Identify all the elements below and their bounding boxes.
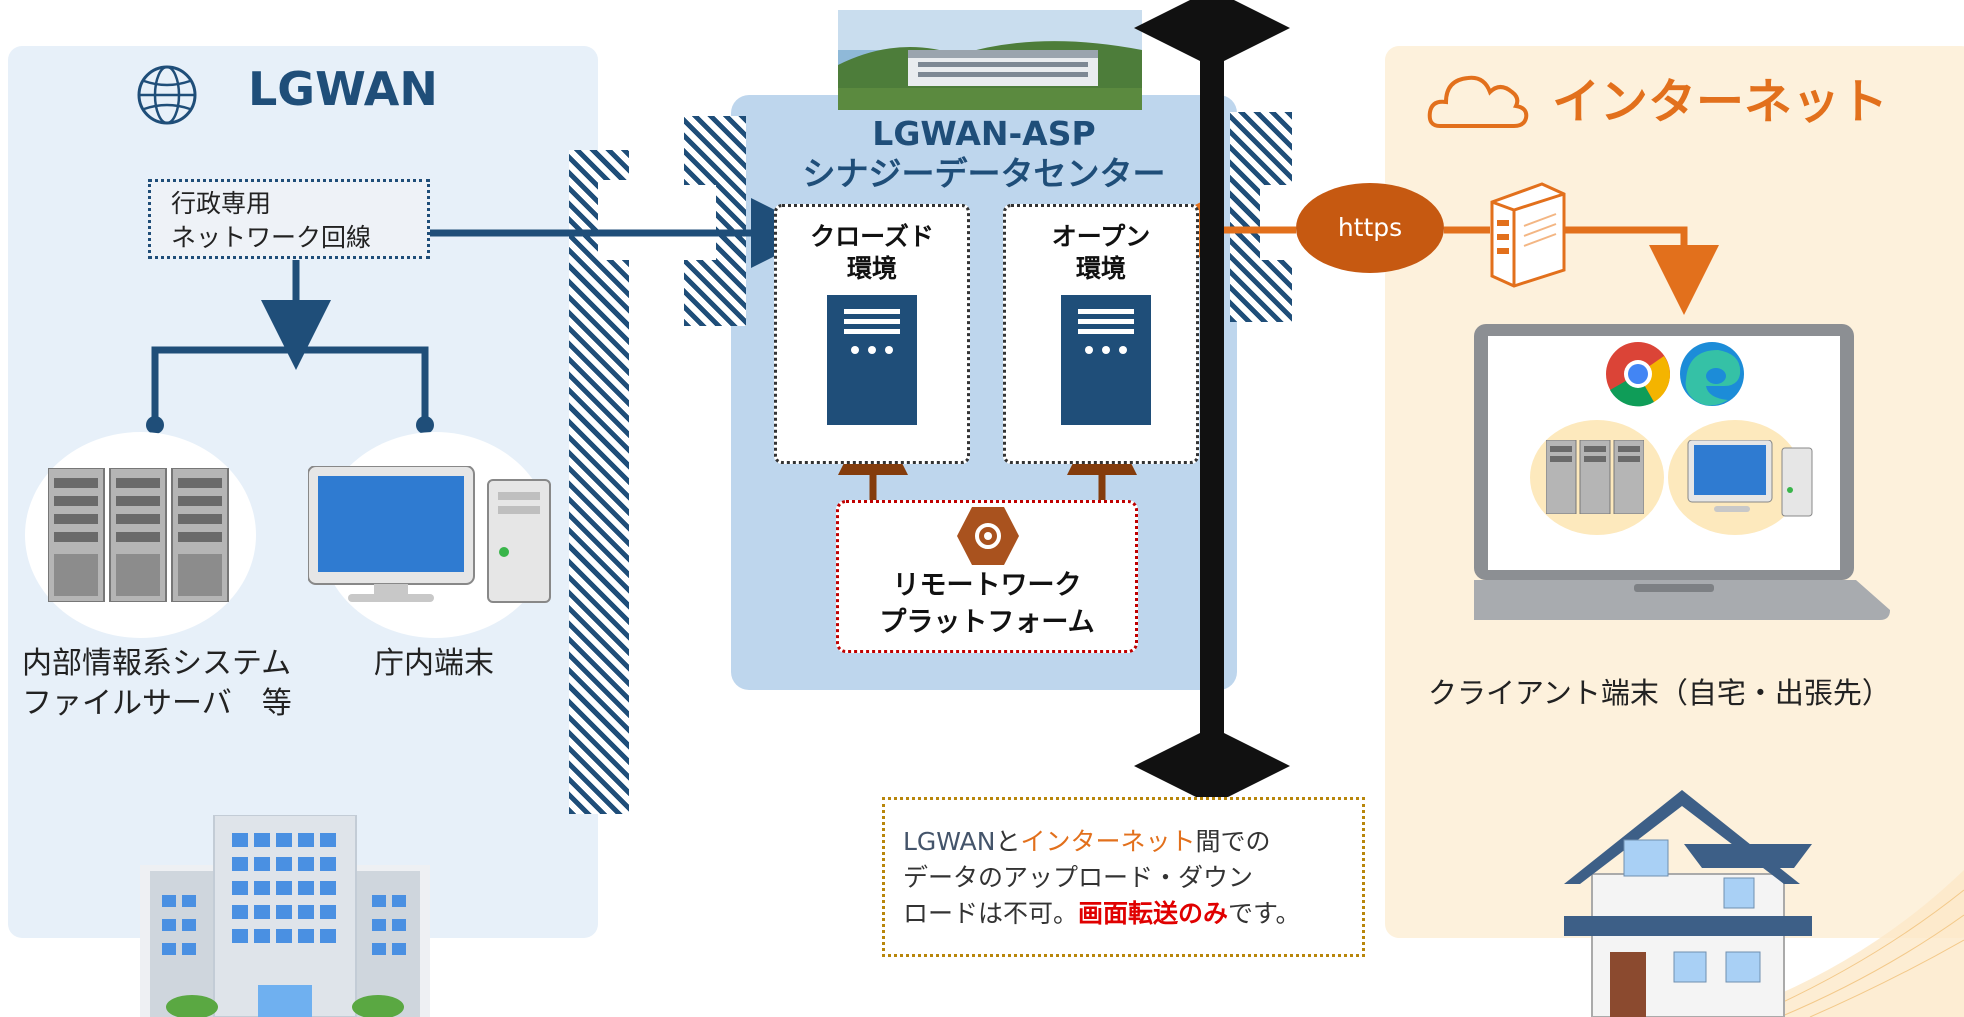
internal-system-caption: 内部情報系システム ファイルサーバ 等: [22, 646, 292, 721]
office-terminal-caption: 庁内端末: [374, 646, 494, 681]
desktop-pc-icon: [308, 466, 551, 603]
cloud-icon: [1427, 75, 1529, 128]
note-line1: LGWANとインターネット間での: [903, 827, 1271, 856]
note-line2: データのアップロード・ダウン: [903, 863, 1254, 892]
note-line3: ロードは不可。画面転送のみです。: [903, 899, 1301, 928]
asp-title-line1: LGWAN-ASP: [872, 114, 1096, 153]
house-icon: [1564, 790, 1812, 1017]
lgwan-title: LGWAN: [248, 62, 438, 116]
open-server-icon: [1061, 295, 1151, 425]
closed-env-label: クローズド 環境: [810, 222, 934, 283]
desktop-pc-icon: [1687, 440, 1813, 517]
globe-icon: [137, 65, 197, 125]
asp-title-line2: シナジーデータセンター: [802, 154, 1166, 193]
gov-network-line1: 行政専用: [171, 189, 272, 218]
https-badge: https: [1296, 183, 1444, 273]
server-rack-icon: [48, 468, 229, 602]
closed-server-icon: [827, 295, 917, 425]
internet-title: インターネット: [1552, 74, 1889, 130]
chrome-icon: [1606, 342, 1671, 407]
lgwan-firewall: [569, 150, 629, 814]
closed-env-box: クローズド 環境: [774, 204, 970, 464]
gear-hex-icon: [957, 507, 1019, 565]
edge-icon: [1680, 342, 1744, 406]
server-rack-icon: [1546, 440, 1644, 514]
proxy-server-icon: [1490, 182, 1566, 288]
asp-title: LGWAN-ASP シナジーデータセンター: [731, 114, 1237, 194]
data-center-photo: [838, 10, 1142, 110]
note-box: LGWANとインターネット間での データのアップロード・ダウン ロードは不可。画…: [882, 797, 1365, 957]
gov-network-line2: ネットワーク回線: [171, 223, 372, 252]
proxy-to-client-arrow: [1560, 226, 1719, 315]
gov-network-box: 行政専用 ネットワーク回線: [148, 179, 430, 259]
client-terminal-caption: クライアント端末（自宅・出張先）: [1428, 676, 1891, 710]
open-env-label: オープン 環境: [1051, 222, 1151, 283]
remote-work-label: リモートワーク プラットフォーム: [879, 570, 1095, 638]
building-icon: [140, 815, 430, 1017]
open-env-box: オープン 環境: [1003, 204, 1199, 464]
